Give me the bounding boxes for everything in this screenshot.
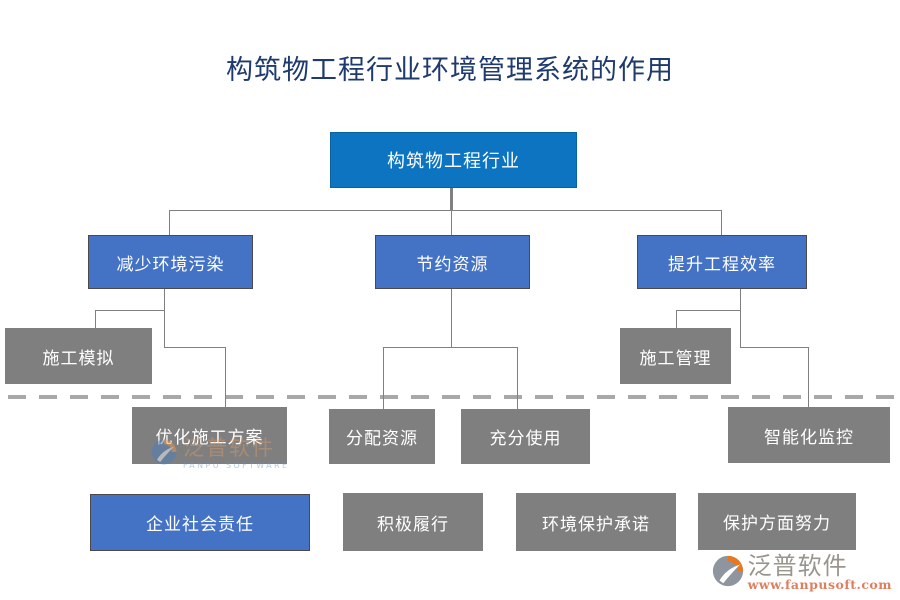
connector <box>450 188 453 211</box>
connector <box>808 347 809 407</box>
node-csr: 企业社会责任 <box>90 494 310 551</box>
node-active-fulfillment: 积极履行 <box>343 493 483 551</box>
connector <box>164 289 165 348</box>
fanpu-logo-icon <box>711 554 745 592</box>
fanpu-brand: 泛普软件 www.fanpusoft.com <box>711 554 892 592</box>
node-save-resources: 节约资源 <box>375 235 530 289</box>
connector <box>740 347 808 348</box>
connector <box>676 310 677 328</box>
node-protection-efforts: 保护方面努力 <box>698 493 856 550</box>
node-improve-efficiency: 提升工程效率 <box>637 235 807 289</box>
diagram-title: 构筑物工程行业环境管理系统的作用 <box>226 55 674 86</box>
node-full-use: 充分使用 <box>461 409 590 464</box>
node-construction-simulation: 施工模拟 <box>5 328 152 384</box>
connector <box>169 210 722 211</box>
connector <box>169 210 170 235</box>
node-construction-management: 施工管理 <box>620 328 731 384</box>
connector <box>225 347 226 407</box>
connector <box>383 347 384 409</box>
node-reduce-pollution: 减少环境污染 <box>88 235 253 289</box>
connector <box>517 347 518 409</box>
dashed-divider <box>8 395 894 399</box>
connector <box>383 347 517 348</box>
node-environment-commitment: 环境保护承诺 <box>516 493 676 551</box>
node-intelligent-monitoring: 智能化监控 <box>728 407 890 463</box>
connector <box>95 310 96 328</box>
fanpu-brand-name: 泛普软件 <box>747 552 848 581</box>
connector <box>676 310 740 311</box>
fanpu-brand-url: www.fanpusoft.com <box>747 577 892 593</box>
node-root: 构筑物工程行业 <box>330 132 577 188</box>
node-allocate-resources: 分配资源 <box>329 409 435 464</box>
connector <box>740 289 741 348</box>
connector <box>721 210 722 235</box>
connector <box>451 210 452 235</box>
node-optimize-plan: 优化施工方案 <box>132 407 287 464</box>
connector <box>164 347 225 348</box>
connector <box>451 289 452 348</box>
connector <box>95 310 164 311</box>
